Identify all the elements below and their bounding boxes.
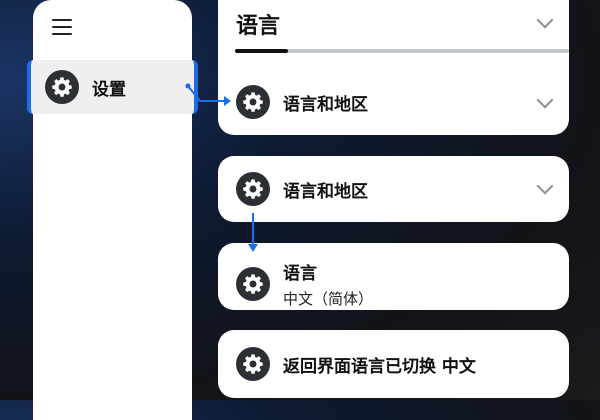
language-region-card[interactable]: 语言和地区: [218, 156, 569, 222]
gear-icon: [45, 70, 79, 104]
language-card[interactable]: 语言中文（简体）: [218, 243, 569, 310]
result-card: 返回界面语言已切换 中文: [218, 330, 569, 398]
card-label: 语言和地区: [283, 181, 368, 202]
gear-icon: [236, 85, 270, 119]
gear-icon: [236, 347, 270, 381]
progress-bar: [235, 49, 569, 53]
item-label: 语言和地区: [283, 94, 368, 115]
language-region-item[interactable]: 语言和地区: [236, 85, 551, 119]
chevron-down-icon[interactable]: [536, 11, 554, 29]
sidebar-item-label: 设置: [92, 79, 126, 100]
card-label: 语言: [283, 264, 317, 284]
result-text: 返回界面语言已切换 中文: [283, 356, 476, 377]
language-value: 中文（简体）: [283, 290, 374, 308]
gear-icon: [236, 172, 270, 206]
hamburger-icon[interactable]: [52, 19, 72, 35]
gear-icon: [236, 267, 270, 301]
panel-title: 语言: [236, 14, 281, 39]
language-panel: 语言 语言和地区: [218, 0, 569, 135]
sidebar-item-settings[interactable]: 设置: [27, 60, 198, 114]
